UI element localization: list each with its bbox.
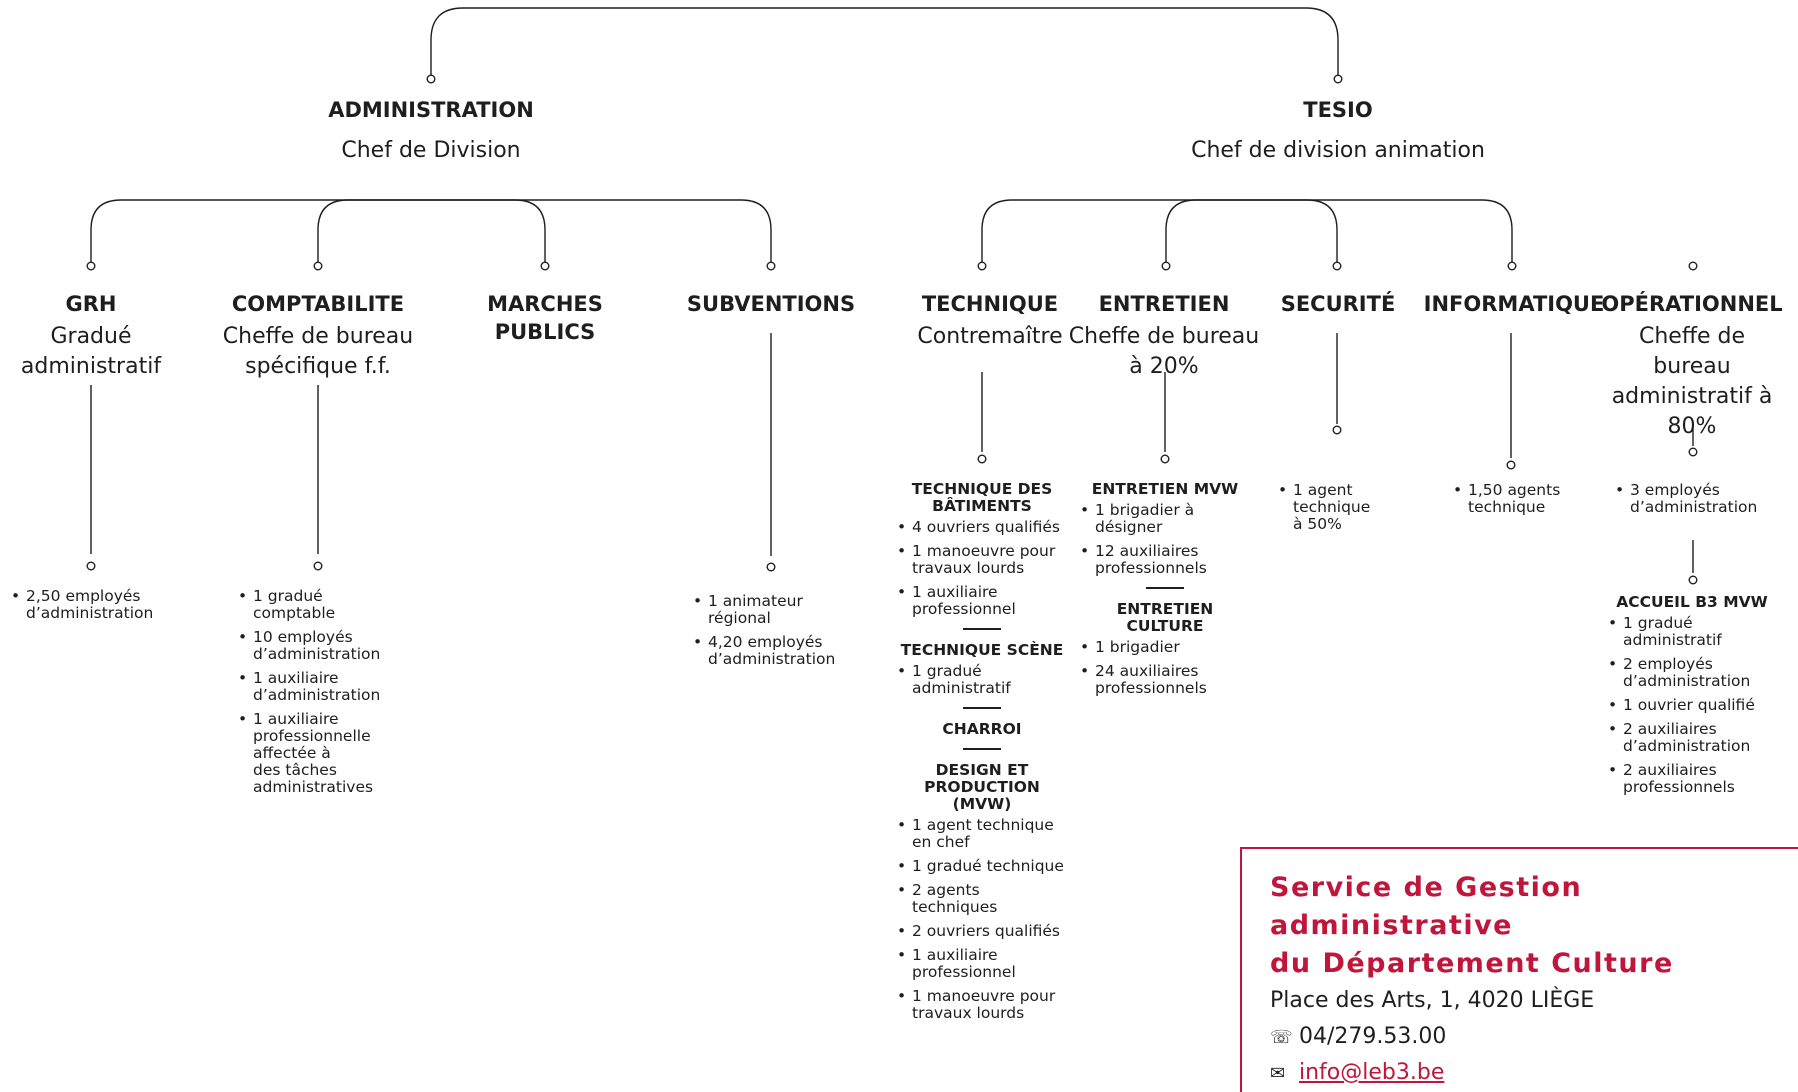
list-item: 1 brigadier (1079, 639, 1251, 657)
section-staff-list: 4 ouvriers qualifiés 1 manoeuvre pour tr… (896, 519, 1068, 618)
node-tesio: TESIO Chef de division animation (1191, 96, 1485, 166)
contact-phone: 04/279.53.00 (1299, 1024, 1447, 1049)
technique-title: TECHNIQUE (921, 292, 1059, 316)
list-item: 1 gradué technique (896, 858, 1068, 876)
node-marches-publics: MARCHES PUBLICS (487, 290, 603, 346)
section-divider (963, 707, 1001, 709)
contact-email-row: ✉ info@leb3.be (1270, 1059, 1444, 1088)
section-divider (963, 748, 1001, 750)
node-entretien: ENTRETIEN Cheffe de bureau à 20% (1069, 290, 1259, 382)
list-item: 1 gradué administratif (896, 663, 1068, 697)
operationnel-staff-list: 3 employés d’administration (1614, 482, 1757, 523)
list-item: 1 auxiliaire professionnelle affectée à … (237, 711, 380, 796)
section-staff-list: 1 gradué administratif (896, 663, 1068, 697)
grh-title: GRH (65, 292, 117, 316)
securite-staff-list: 1 agent technique à 50% (1277, 482, 1370, 540)
section-staff-list: 1 agent technique en chef 1 gradué techn… (896, 817, 1068, 1022)
node-operationnel: OPÉRATIONNEL Cheffe de bureau administra… (1601, 290, 1782, 442)
section-title: ENTRETIEN CULTURE (1116, 600, 1214, 635)
list-item: 24 auxiliaires professionnels (1079, 663, 1251, 697)
comptabilite-title: COMPTABILITE (231, 292, 405, 316)
list-item: 1 gradué administratif (1607, 615, 1777, 649)
list-item: 1 manoeuvre pour travaux lourds (896, 543, 1068, 577)
comptabilite-staff-list: 1 gradué comptable 10 employés d’adminis… (237, 588, 380, 803)
list-item: 3 employés d’administration (1614, 482, 1757, 516)
section-title: DESIGN ET PRODUCTION (MVW) (924, 761, 1040, 813)
marches-publics-title: MARCHES PUBLICS (487, 292, 603, 344)
list-item: 2,50 employés d’administration (10, 588, 153, 622)
list-item: 4 ouvriers qualifiés (896, 519, 1068, 537)
entretien-title: ENTRETIEN (1098, 292, 1230, 316)
subventions-staff-list: 1 animateur régional 4,20 employés d’adm… (692, 593, 835, 675)
tesio-role: Chef de division animation (1191, 138, 1485, 163)
list-item: 1 auxiliaire professionnel (896, 947, 1068, 981)
section-title: ENTRETIEN MVW (1091, 480, 1239, 498)
technique-role: Contremaître (917, 324, 1063, 349)
list-item: 12 auxiliaires professionnels (1079, 543, 1251, 577)
subventions-title: SUBVENTIONS (686, 292, 856, 316)
list-item: 1 agent technique en chef (896, 817, 1068, 851)
section-title: TECHNIQUE DES BÂTIMENTS (911, 480, 1053, 515)
comptabilite-role: Cheffe de bureau spécifique f.f. (222, 324, 414, 379)
operationnel-title: OPÉRATIONNEL (1601, 292, 1783, 316)
list-item: 2 agents techniques (896, 882, 1068, 916)
phone-icon: ☏ (1270, 1027, 1293, 1048)
contact-email-link[interactable]: info@leb3.be (1299, 1060, 1445, 1085)
contact-box-title: Service de Gestion administrative du Dép… (1270, 872, 1674, 979)
list-item: 1 auxiliaire d’administration (237, 670, 380, 704)
grh-staff-list: 2,50 employés d’administration (10, 588, 153, 629)
section-title: TECHNIQUE SCÈNE (900, 641, 1064, 659)
node-comptabilite: COMPTABILITE Cheffe de bureau spécifique… (223, 290, 413, 382)
node-subventions: SUBVENTIONS (687, 290, 855, 318)
list-item: 2 ouvriers qualifiés (896, 923, 1068, 941)
securite-title: SECURITÉ (1280, 292, 1396, 316)
section-title: CHARROI (942, 720, 1022, 738)
administration-title: ADMINISTRATION (328, 98, 534, 122)
accueil-section: ACCUEIL B3 MVW 1 gradué administratif 2 … (1607, 594, 1777, 803)
section-staff-list: 1 brigadier à désigner 12 auxiliaires pr… (1079, 502, 1251, 577)
section-staff-list: 1 gradué administratif 2 employés d’admi… (1607, 615, 1777, 796)
operationnel-role: Cheffe de bureau administratif à 80% (1611, 324, 1773, 439)
list-item: 2 auxiliaires d’administration (1607, 721, 1777, 755)
contact-box: Service de Gestion administrative du Dép… (1240, 847, 1798, 1092)
informatique-title: INFORMATIQUE (1423, 292, 1605, 316)
entretien-role: Cheffe de bureau à 20% (1068, 324, 1260, 379)
list-item: 1 gradué comptable (237, 588, 380, 622)
node-administration: ADMINISTRATION Chef de Division (328, 96, 534, 166)
entretien-sections: ENTRETIEN MVW 1 brigadier à désigner 12 … (1079, 481, 1251, 704)
section-title: ACCUEIL B3 MVW (1616, 593, 1768, 611)
list-item: 2 auxiliaires professionnels (1607, 762, 1777, 796)
list-item: 4,20 employés d’administration (692, 634, 835, 668)
mail-icon: ✉ (1270, 1063, 1286, 1084)
administration-role: Chef de Division (341, 138, 521, 163)
tesio-title: TESIO (1303, 98, 1373, 122)
node-informatique: INFORMATIQUE (1424, 290, 1605, 318)
section-divider (963, 628, 1001, 630)
list-item: 2 employés d’administration (1607, 656, 1777, 690)
list-item: 10 employés d’administration (237, 629, 380, 663)
list-item: 1 manoeuvre pour travaux lourds (896, 988, 1068, 1022)
list-item: 1 ouvrier qualifié (1607, 697, 1777, 715)
section-divider (1146, 587, 1184, 589)
grh-role: Gradué administratif (20, 324, 162, 379)
node-technique: TECHNIQUE Contremaître (917, 290, 1062, 352)
informatique-staff-list: 1,50 agents technique (1452, 482, 1560, 523)
node-grh: GRH Gradué administratif (21, 290, 161, 382)
list-item: 1 auxiliaire professionnel (896, 584, 1068, 618)
section-staff-list: 1 brigadier 24 auxiliaires professionnel… (1079, 639, 1251, 697)
node-securite: SECURITÉ (1281, 290, 1396, 318)
list-item: 1,50 agents technique (1452, 482, 1560, 516)
list-item: 1 brigadier à désigner (1079, 502, 1251, 536)
list-item: 1 agent technique à 50% (1277, 482, 1370, 533)
contact-address: Place des Arts, 1, 4020 LIÈGE (1270, 988, 1595, 1013)
list-item: 1 animateur régional (692, 593, 835, 627)
technique-sections: TECHNIQUE DES BÂTIMENTS 4 ouvriers quali… (896, 481, 1068, 1029)
contact-phone-row: ☏ 04/279.53.00 (1270, 1023, 1446, 1052)
